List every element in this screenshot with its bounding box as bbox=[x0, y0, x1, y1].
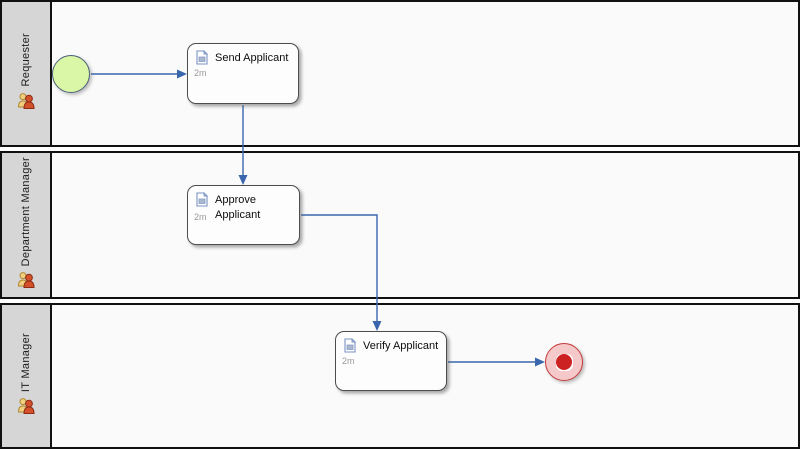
document-icon bbox=[195, 49, 209, 70]
lane-body-department-manager bbox=[52, 153, 798, 297]
lane-header-department-manager[interactable]: Department Manager bbox=[2, 153, 52, 297]
end-event-icon bbox=[555, 353, 573, 371]
task-verify-applicant[interactable]: Verify Applicant 2m bbox=[335, 331, 447, 391]
lane-it-manager: IT Manager bbox=[0, 303, 800, 449]
task-label: Approve Applicant bbox=[215, 194, 261, 221]
start-event[interactable] bbox=[52, 55, 90, 93]
lane-department-manager: Department Manager bbox=[0, 151, 800, 299]
document-icon bbox=[195, 191, 209, 212]
lane-body-requester bbox=[52, 2, 798, 145]
task-duration: 2m bbox=[194, 212, 207, 222]
lane-label: Requester bbox=[20, 33, 32, 87]
people-icon bbox=[17, 271, 36, 293]
lane-header-it-manager[interactable]: IT Manager bbox=[2, 305, 52, 447]
lane-label: Department Manager bbox=[20, 156, 32, 267]
document-icon bbox=[343, 337, 357, 358]
task-label: Verify Applicant bbox=[363, 340, 439, 352]
task-approve-applicant[interactable]: Approve Applicant 2m bbox=[187, 185, 300, 245]
lane-header-requester[interactable]: Requester bbox=[2, 2, 52, 145]
task-duration: 2m bbox=[194, 68, 207, 78]
lane-label: IT Manager bbox=[20, 332, 32, 393]
task-send-applicant[interactable]: Send Applicant 2m bbox=[187, 43, 299, 104]
task-label: Send Applicant bbox=[215, 52, 289, 64]
people-icon bbox=[17, 397, 36, 419]
task-duration: 2m bbox=[342, 356, 355, 366]
end-event[interactable] bbox=[545, 343, 583, 381]
lane-requester: Requester bbox=[0, 0, 800, 147]
people-icon bbox=[17, 92, 36, 114]
